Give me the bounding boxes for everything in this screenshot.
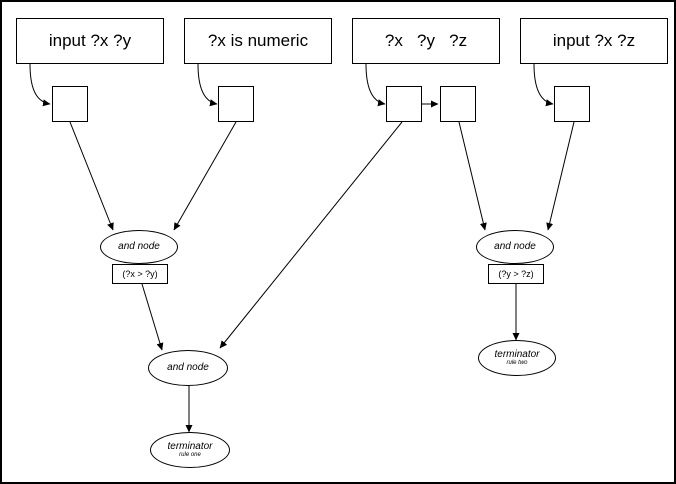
pattern-4-connector (533, 63, 554, 107)
join-node-label: and node (167, 361, 209, 373)
alpha-node (386, 86, 422, 122)
terminator-label: terminator (167, 440, 213, 452)
pattern-3-connector (365, 63, 386, 107)
pattern-label: ?x is numeric (207, 31, 309, 50)
alpha-5-to-join-2 (546, 121, 575, 231)
join-node: and node (476, 230, 554, 264)
alpha-node (52, 86, 88, 122)
alpha-2-to-join-1 (173, 121, 237, 231)
terminator-node: terminator rule two (478, 340, 556, 376)
join-node-label: and node (118, 240, 160, 252)
join-node-label: and node (494, 240, 536, 252)
join-test-label: (?y > ?z) (498, 269, 534, 279)
terminator-rule: rule one (179, 452, 201, 459)
terminator-node: terminator rule one (150, 432, 230, 468)
terminator-label: terminator (494, 348, 540, 360)
alpha-1-to-join-1 (69, 121, 114, 231)
pattern-box: input ?x ?y (16, 18, 164, 64)
join-test-box: (?y > ?z) (488, 264, 544, 284)
join-node: and node (148, 350, 228, 386)
alpha-3-to-join-3 (219, 121, 403, 349)
pattern-box: ?x ?y ?z (352, 18, 500, 64)
pattern-1-connector (29, 63, 51, 107)
join-node: and node (100, 230, 178, 264)
alpha-node (440, 86, 476, 122)
pattern-box: input ?x ?z (520, 18, 668, 64)
join-test-box: (?x > ?y) (112, 264, 168, 284)
join-test-label: (?x > ?y) (122, 269, 158, 279)
pattern-label: ?x ?y ?z (384, 31, 468, 50)
terminator-rule: rule two (506, 360, 528, 367)
pattern-label: input ?x ?y (48, 31, 132, 50)
pattern-label: input ?x ?z (552, 31, 636, 50)
alpha-node (554, 86, 590, 122)
alpha-4-to-join-2 (458, 121, 487, 231)
join-1-to-join-3 (141, 283, 164, 351)
alpha-node (218, 86, 254, 122)
pattern-box: ?x is numeric (184, 18, 332, 64)
pattern-2-connector (197, 63, 218, 107)
